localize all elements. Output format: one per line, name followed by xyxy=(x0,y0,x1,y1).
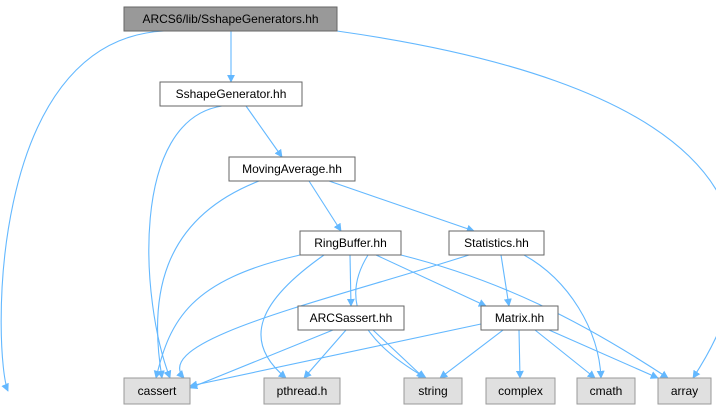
edge-statistics-to-cassert xyxy=(176,254,470,379)
node-string: string xyxy=(403,377,463,405)
edge-arcs6-lib-sshapegenerators-to-cassert xyxy=(0,30,165,392)
node-cassert: cassert xyxy=(123,377,191,405)
node-cmath: cmath xyxy=(576,377,636,405)
edge-movingaverage-to-ringbuffer xyxy=(308,180,342,232)
node-pthread-h: pthread.h xyxy=(263,377,341,405)
dependency-edges xyxy=(0,30,716,392)
edge-matrix-to-string xyxy=(439,329,504,379)
edge-ringbuffer-to-arcsassert xyxy=(346,254,355,307)
node-array: array xyxy=(657,377,712,405)
node-ringbuffer[interactable]: RingBuffer.hh xyxy=(299,230,402,256)
edge-movingaverage-to-cassert xyxy=(156,180,260,379)
edge-ringbuffer-to-cassert xyxy=(153,254,301,379)
edge-arcsassert-to-pthread-h xyxy=(303,329,347,379)
node-label: string xyxy=(418,384,447,398)
node-label: complex xyxy=(498,384,543,398)
edge-ringbuffer-to-matrix xyxy=(375,254,487,307)
node-label: ARCS6/lib/SshapeGenerators.hh xyxy=(142,12,318,26)
edge-statistics-to-cmath xyxy=(523,254,605,379)
edge-matrix-to-array xyxy=(548,329,659,379)
node-label: Matrix.hh xyxy=(495,311,544,325)
edge-sshapegenerator-to-cassert xyxy=(148,105,223,379)
node-label: array xyxy=(671,384,698,398)
file-nodes: ARCS6/lib/SshapeGenerators.hh SshapeGene… xyxy=(123,6,712,405)
node-label: cassert xyxy=(138,384,177,398)
edge-ringbuffer-to-array xyxy=(400,254,669,379)
node-matrix[interactable]: Matrix.hh xyxy=(480,305,559,331)
edge-arcsassert-to-cassert xyxy=(189,329,334,390)
edge-statistics-to-matrix xyxy=(500,254,512,307)
node-label: cmath xyxy=(590,384,623,398)
edge-matrix-to-cassert xyxy=(189,323,482,389)
node-movingaverage[interactable]: MovingAverage.hh xyxy=(228,156,356,182)
node-sshapegenerator[interactable]: SshapeGenerator.hh xyxy=(159,81,303,107)
node-arcs6-lib-sshapegenerators: ARCS6/lib/SshapeGenerators.hh xyxy=(123,6,338,32)
node-statistics[interactable]: Statistics.hh xyxy=(448,230,545,256)
node-arcsassert[interactable]: ARCSassert.hh xyxy=(297,305,405,331)
node-label: RingBuffer.hh xyxy=(314,236,387,250)
edge-arcsassert-to-string xyxy=(372,329,425,379)
edge-matrix-to-cmath xyxy=(534,329,596,379)
node-label: SshapeGenerator.hh xyxy=(176,87,287,101)
node-label: pthread.h xyxy=(277,384,328,398)
node-label: MovingAverage.hh xyxy=(242,162,342,176)
edge-arcs6-lib-sshapegenerators-to-array xyxy=(336,30,716,379)
edge-ringbuffer-to-pthread-h xyxy=(260,254,325,379)
node-complex: complex xyxy=(485,377,556,405)
edge-sshapegenerator-to-movingaverage xyxy=(245,105,283,158)
edge-movingaverage-to-statistics xyxy=(328,180,475,233)
edge-matrix-to-complex xyxy=(515,329,524,379)
node-label: ARCSassert.hh xyxy=(310,311,393,325)
node-label: Statistics.hh xyxy=(464,236,529,250)
